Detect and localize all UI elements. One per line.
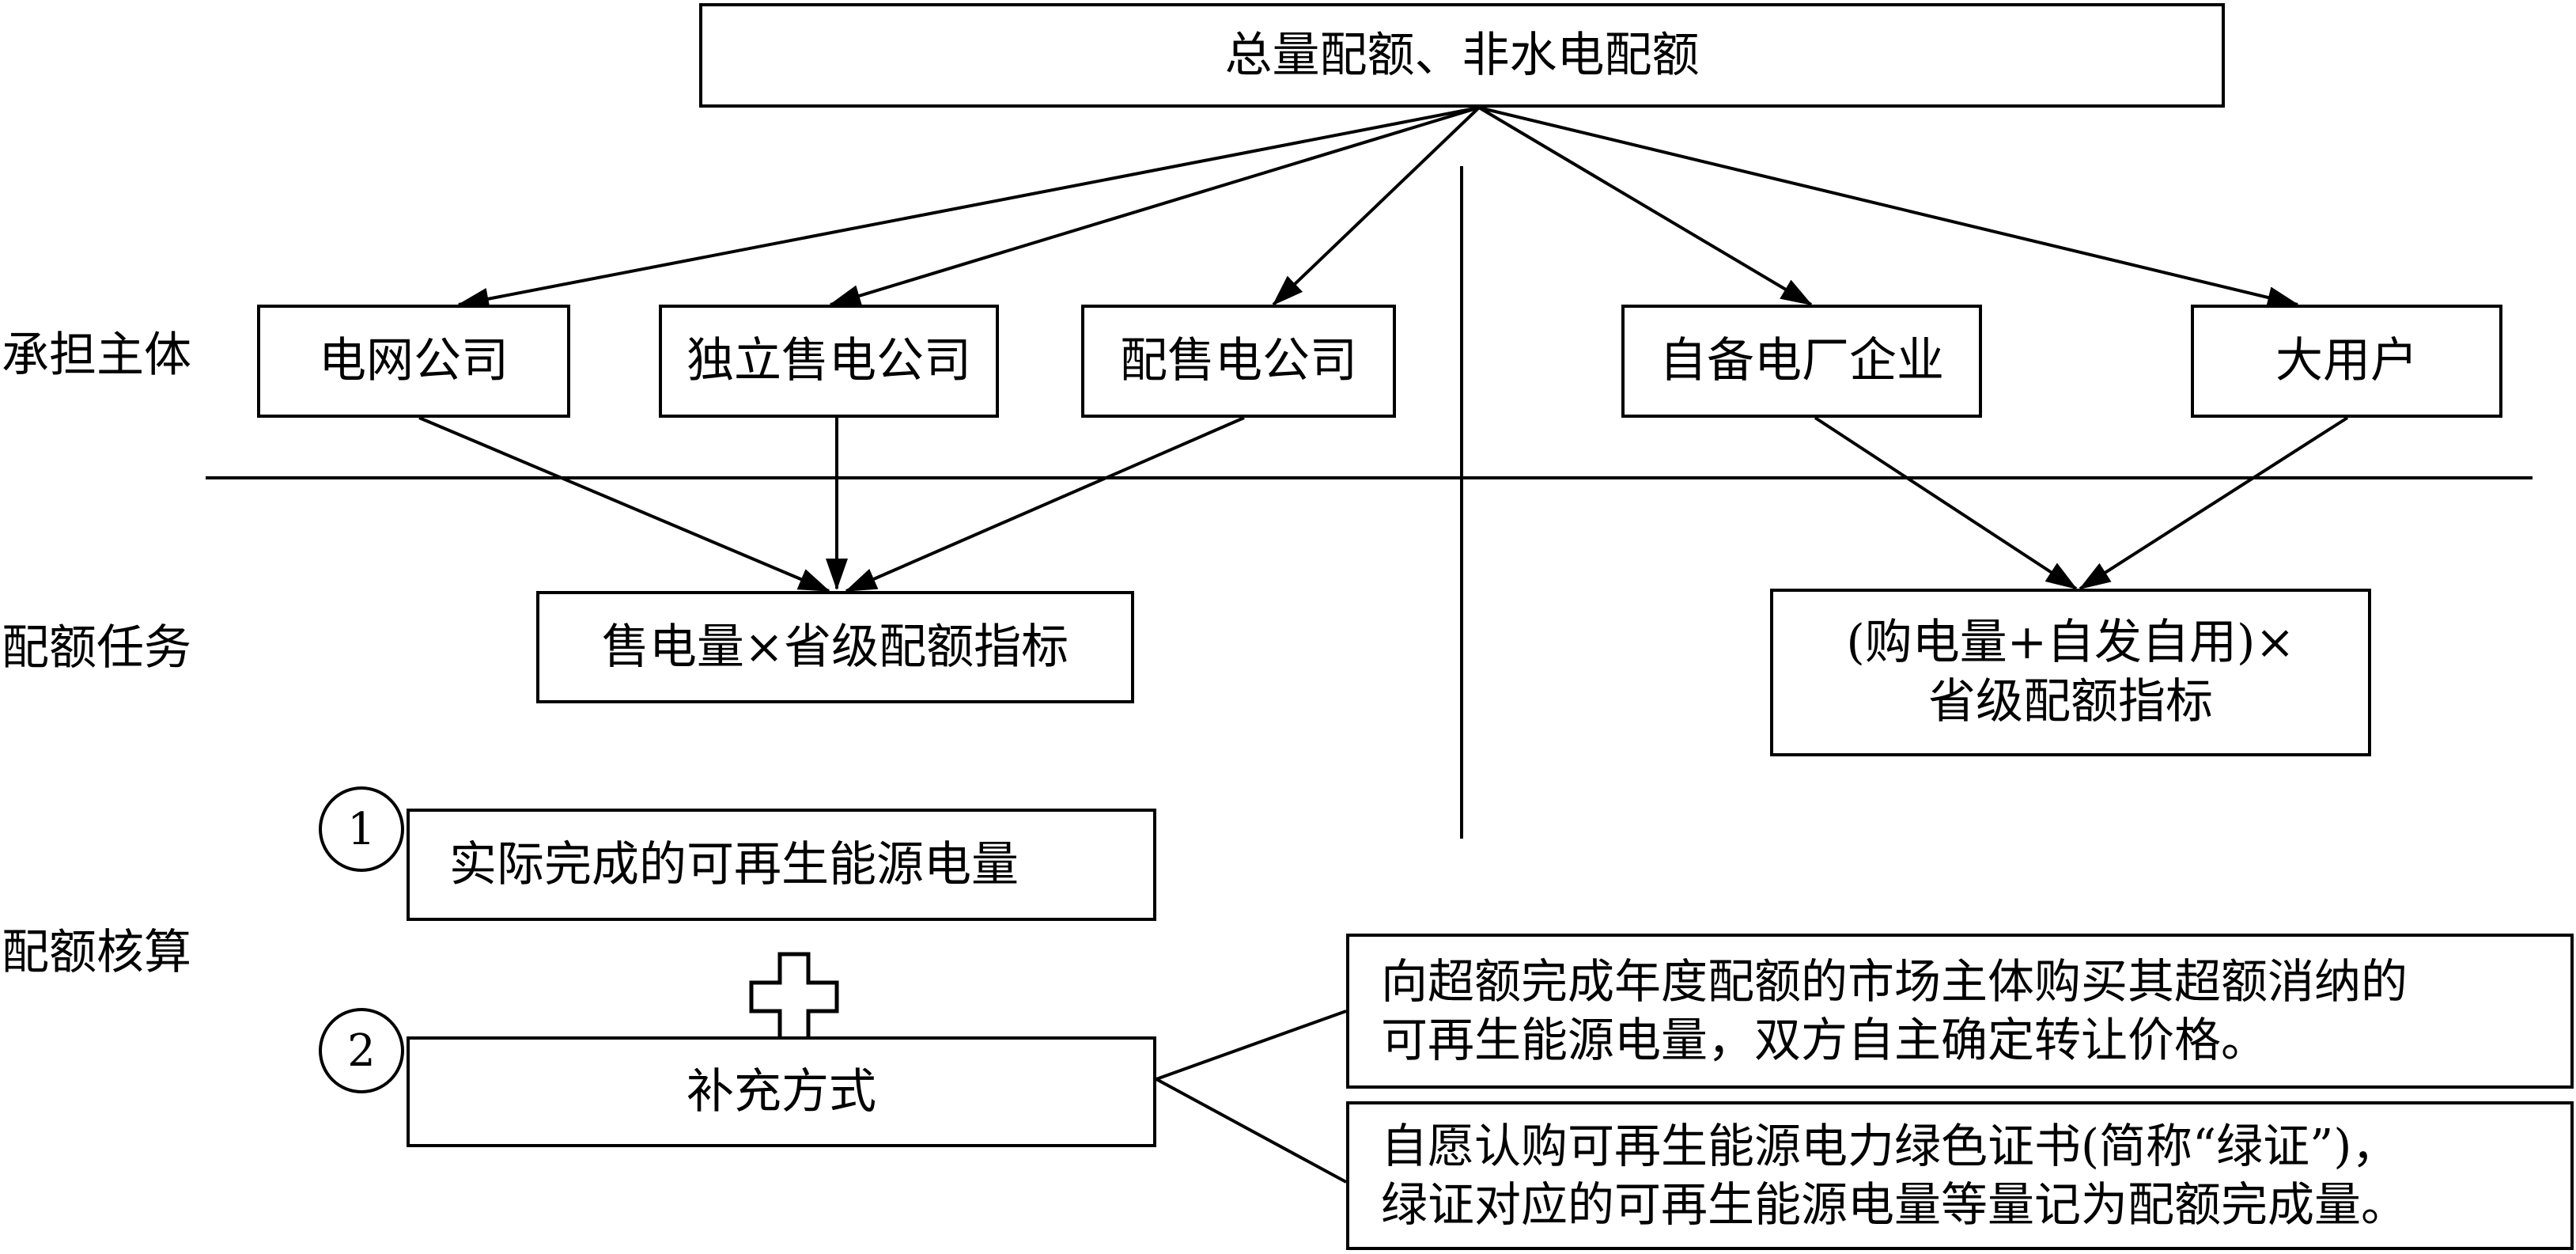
task-left-box: 售电量×省级配额指标: [536, 591, 1134, 703]
arrow-captive-to-task: [1814, 416, 2078, 590]
row-label-accounting: 配额核算: [2, 925, 191, 980]
option-green-cert-line2: 绿证对应的可再生能源电量等量记为配额完成量。: [1381, 1177, 2408, 1232]
supplement-box: 补充方式: [407, 1036, 1156, 1147]
entity-distribution-seller: 配售电公司: [1081, 305, 1396, 418]
row-label-entities: 承担主体: [2, 328, 191, 383]
task-right-line2: 省级配额指标: [1928, 674, 2213, 729]
option-purchase-line1: 向超额完成年度配额的市场主体购买其超额消纳的: [1381, 954, 2408, 1010]
task-left-label: 售电量×省级配额指标: [601, 619, 1069, 675]
option-purchase-line2: 可再生能源电量，双方自主确定转让价格。: [1381, 1013, 2268, 1067]
task-right-line1: (购电量+自发自用)×: [1846, 615, 2295, 670]
arrow-distribution-to-task: [845, 416, 1245, 593]
entity-grid-company: 电网公司: [257, 305, 570, 418]
actual-completion-box: 实际完成的可再生能源电量: [407, 809, 1156, 921]
step-number-1: 1: [319, 786, 404, 872]
row-label-task: 配额任务: [2, 620, 191, 676]
entity-large-user: 大用户: [2191, 305, 2502, 418]
top-quota-box: 总量配额、非水电配额: [699, 3, 2225, 108]
arrow-large-user-to-task: [2079, 416, 2349, 590]
option-green-certificate-box: 自愿认购可再生能源电力绿色证书(简称“绿证”)， 绿证对应的可再生能源电量等量记…: [1346, 1101, 2574, 1250]
top-quota-label: 总量配额、非水电配额: [1224, 27, 1700, 83]
entity-label: 独立售电公司: [687, 333, 971, 388]
connector-to-option2: [1156, 1078, 1347, 1184]
entity-independent-seller: 独立售电公司: [659, 305, 999, 418]
option-green-cert-line1: 自愿认购可再生能源电力绿色证书(简称“绿证”)，: [1381, 1119, 2399, 1174]
plus-icon: [749, 952, 839, 1042]
arrow-top-to-distribution-seller: [1272, 106, 1481, 306]
arrow-top-to-captive-plant: [1477, 106, 1813, 306]
connector-to-option1: [1156, 1010, 1347, 1081]
arrow-top-to-grid-company: [457, 106, 1480, 310]
entity-label: 自备电厂企业: [1659, 333, 1944, 388]
step-number-1-text: 1: [347, 803, 376, 855]
step-number-2-text: 2: [347, 1025, 376, 1077]
step-number-2: 2: [319, 1008, 404, 1093]
arrow-top-to-independent-seller: [829, 106, 1480, 307]
task-right-box: (购电量+自发自用)× 省级配额指标: [1770, 589, 2371, 756]
actual-completion-label: 实际完成的可再生能源电量: [449, 836, 1019, 892]
entity-label: 电网公司: [319, 333, 509, 388]
arrow-grid-to-task: [418, 416, 830, 593]
entity-label: 配售电公司: [1120, 333, 1357, 388]
supplement-label: 补充方式: [687, 1063, 876, 1120]
option-purchase-excess-box: 向超额完成年度配额的市场主体购买其超额消纳的 可再生能源电量，双方自主确定转让价…: [1346, 934, 2574, 1089]
arrow-top-to-large-user: [1478, 106, 2299, 309]
entity-captive-plant: 自备电厂企业: [1621, 305, 1982, 418]
entity-label: 大用户: [2275, 333, 2418, 388]
